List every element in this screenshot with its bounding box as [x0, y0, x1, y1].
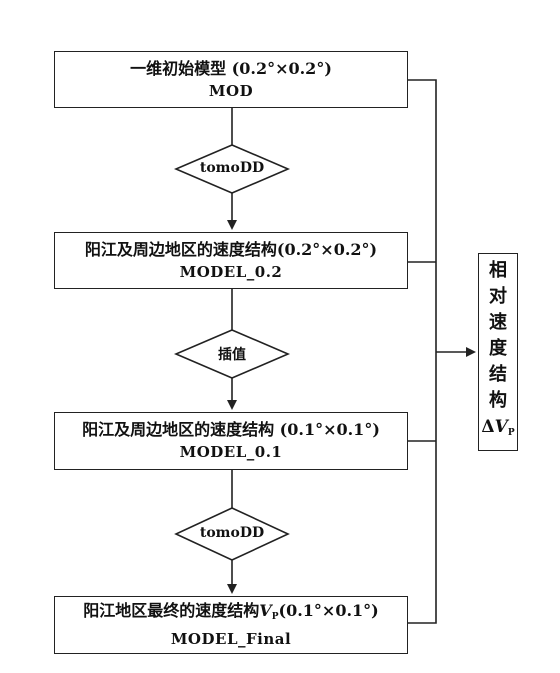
box-model-0-2-title: 阳江及周边地区的速度结构(0.2°×0.2°) — [84, 239, 378, 259]
step-label-tomodd-1: tomoDD — [199, 160, 265, 176]
side-char-5: 结 — [489, 364, 507, 385]
side-char-3: 速 — [489, 312, 507, 333]
side-delta: Δ — [481, 417, 495, 437]
box-model-final-code: MODEL_Final — [170, 630, 292, 648]
side-char-4: 度 — [489, 338, 507, 359]
decision-diamond-tomodd-1 — [173, 144, 291, 194]
side-box-relative-velocity: 相 对 速 度 结 构 ΔVP — [478, 253, 518, 451]
box-model-0-2: 阳江及周边地区的速度结构(0.2°×0.2°) MODEL_0.2 — [54, 232, 408, 289]
step-label-interp: 插值 — [218, 347, 246, 363]
box-model-final: 阳江地区最终的速度结构VP(0.1°×0.1°) MODEL_Final — [54, 596, 408, 654]
box-model-final-title-res: (0.1°×0.1°) — [278, 601, 379, 620]
box-model-final-title: 阳江地区最终的速度结构VP(0.1°×0.1°) — [83, 600, 378, 628]
box-initial-model-title: 一维初始模型 (0.2°×0.2°) — [130, 58, 332, 78]
side-char-6: 构 — [489, 390, 507, 411]
side-var: V — [494, 417, 508, 437]
side-char-1: 相 — [489, 260, 507, 281]
decision-diamond-interp — [173, 329, 291, 379]
box-initial-model: 一维初始模型 (0.2°×0.2°) MOD — [54, 51, 408, 108]
box-initial-model-code: MOD — [208, 81, 254, 100]
box-model-final-title-sub: P — [271, 612, 279, 622]
box-model-0-1-title: 阳江及周边地区的速度结构 (0.1°×0.1°) — [82, 420, 380, 439]
side-char-2: 对 — [489, 286, 507, 307]
decision-diamond-tomodd-2 — [174, 507, 290, 561]
box-model-final-title-var: V — [259, 601, 272, 620]
box-model-0-2-code: MODEL_0.2 — [179, 262, 283, 281]
side-delta-vp: ΔVP — [481, 414, 514, 446]
box-model-0-1: 阳江及周边地区的速度结构 (0.1°×0.1°) MODEL_0.1 — [54, 412, 408, 470]
connector-mod-to-side — [408, 79, 437, 352]
connector-final-to-side — [408, 352, 437, 624]
step-label-tomodd-2: tomoDD — [199, 525, 265, 541]
box-model-final-title-text: 阳江地区最终的速度结构 — [83, 601, 260, 620]
box-model-0-1-code: MODEL_0.1 — [179, 443, 283, 461]
side-sub: P — [507, 428, 515, 438]
